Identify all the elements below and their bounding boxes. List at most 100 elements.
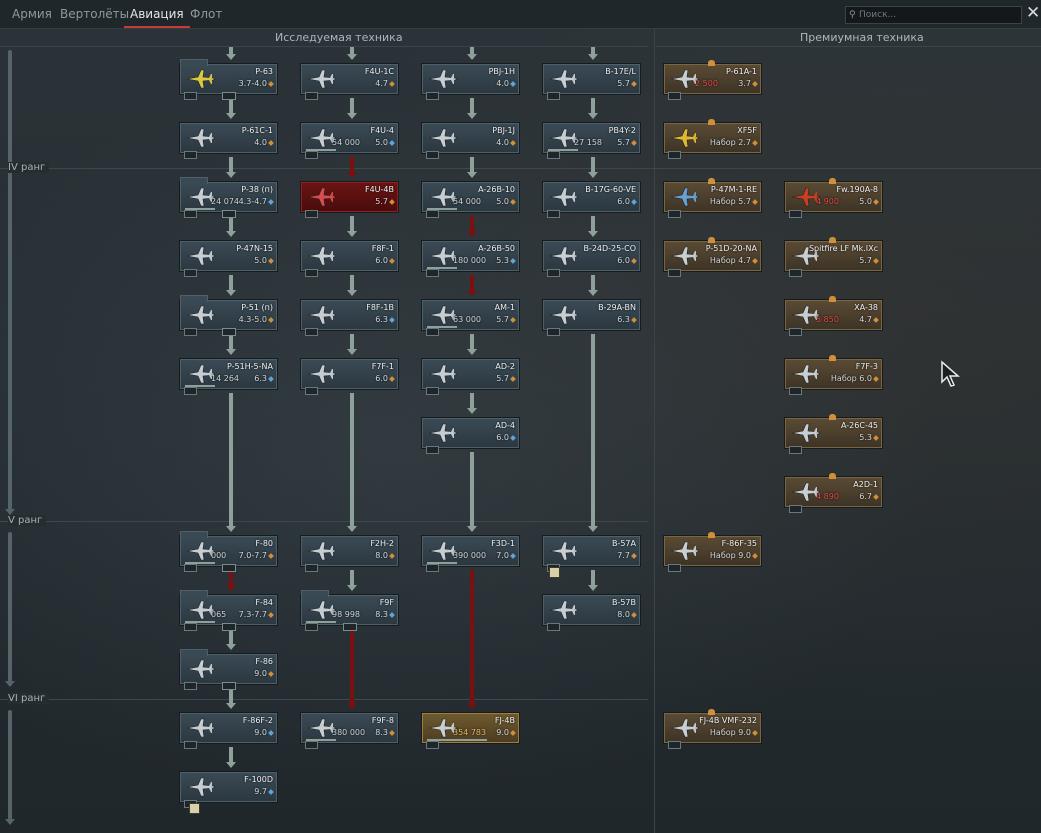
research-progress-bar (306, 739, 336, 741)
aircraft-icon (428, 246, 458, 266)
vehicle-card-p-51[interactable]: P-51 (п)4.3-5.0 (180, 295, 277, 336)
rank-label: V ранг (8, 515, 47, 526)
battle-rating: 6.7 (859, 492, 879, 501)
aircraft-icon (186, 659, 216, 679)
group-expand-icon[interactable] (343, 623, 357, 631)
battle-rating: 4.3-4.7 (239, 197, 274, 206)
vehicle-name: P-47N-15 (236, 244, 273, 253)
battle-rating: 6.0 (375, 256, 395, 265)
group-expand-icon[interactable] (222, 328, 236, 336)
search-input[interactable]: ⚲ Поиск... (845, 6, 1022, 24)
crew-slot-icon (305, 741, 318, 749)
rating-mode-icon (510, 80, 516, 87)
rating-mode-icon (389, 375, 395, 382)
tab-aviation[interactable]: Авиация (124, 0, 190, 28)
rating-mode-icon (873, 434, 879, 441)
research-arrow (588, 334, 598, 532)
battle-rating: 5.3 (859, 433, 879, 442)
research-arrow (226, 275, 236, 296)
rating-mode-icon (510, 375, 516, 382)
group-expand-icon[interactable] (222, 564, 236, 572)
rating-mode-icon (268, 670, 274, 677)
vehicle-name: Fw.190A-8 (836, 185, 879, 194)
vehicle-name: F4U-4B (364, 185, 394, 194)
group-expand-icon[interactable] (222, 623, 236, 631)
rank-divider (0, 168, 1041, 169)
vehicle-name: F9F-8 (371, 716, 394, 725)
aircraft-icon (549, 246, 579, 266)
research-arrow (467, 98, 477, 119)
rating-mode-icon (510, 434, 516, 441)
tab-helicopters[interactable]: Вертолёты (60, 7, 130, 21)
tab-army[interactable]: Армия (12, 7, 52, 21)
research-arrow (467, 275, 477, 296)
crew-slot-icon (305, 151, 318, 159)
research-arrow (467, 334, 477, 355)
aircraft-icon (186, 246, 216, 266)
research-arrow (226, 629, 236, 650)
battle-rating: 7.7 (617, 551, 637, 560)
close-icon[interactable]: ✕ (1026, 3, 1041, 23)
group-expand-icon[interactable] (222, 210, 236, 218)
group-expand-icon[interactable] (222, 682, 236, 690)
rating-mode-icon (631, 257, 637, 264)
group-expand-icon[interactable] (222, 92, 236, 100)
vehicle-name: P-51H-5-NA (226, 362, 273, 371)
crew-slot-icon (668, 269, 681, 277)
tab-fleet[interactable]: Флот (190, 7, 223, 21)
research-arrow (347, 47, 357, 60)
crew-slot-icon (184, 741, 197, 749)
aircraft-icon (428, 718, 458, 738)
rating-mode-icon (268, 552, 274, 559)
rating-mode-icon (510, 729, 516, 736)
battle-rating: 6.3 (254, 374, 274, 383)
